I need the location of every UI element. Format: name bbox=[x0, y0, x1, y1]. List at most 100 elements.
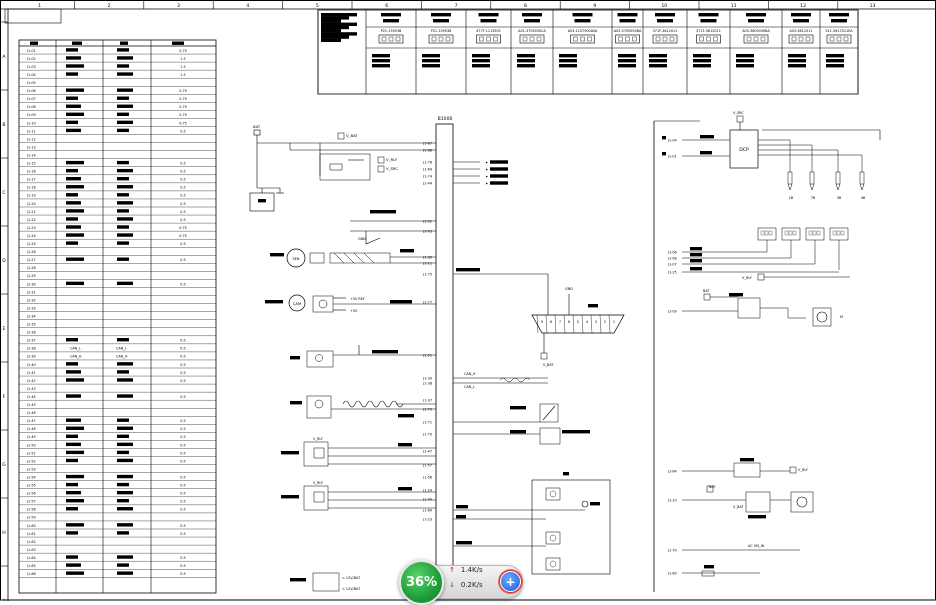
connector-pin bbox=[486, 36, 491, 42]
battery-name bbox=[258, 199, 266, 203]
connector-pin bbox=[395, 36, 401, 42]
connector-icon bbox=[519, 34, 545, 44]
pin-description bbox=[559, 64, 577, 68]
ecu-b1000-body bbox=[435, 123, 454, 593]
fan-bat-tag bbox=[703, 293, 711, 301]
column-number: 4 bbox=[246, 3, 249, 9]
pin-description bbox=[372, 64, 390, 68]
component-name bbox=[746, 13, 766, 17]
column-number: 11 bbox=[731, 3, 737, 9]
wire-size: 0.5 bbox=[180, 339, 185, 343]
wire-function-cell bbox=[117, 362, 133, 366]
column-number: 5 bbox=[316, 3, 319, 9]
ecu-right-pin: J1-08 bbox=[667, 257, 677, 261]
pin-description bbox=[559, 54, 577, 58]
component-name bbox=[793, 19, 809, 23]
wire-color-cell bbox=[66, 112, 84, 116]
wire-color-cell bbox=[66, 168, 78, 173]
connector-icon bbox=[570, 34, 595, 44]
pin-description bbox=[736, 64, 754, 68]
pin-number: J1-29 bbox=[26, 274, 36, 278]
header-color-cell bbox=[72, 41, 82, 45]
obd-pin-number: 5 bbox=[577, 320, 579, 324]
pin-description bbox=[788, 54, 806, 58]
obd-name bbox=[588, 304, 598, 308]
injector-tip-icon bbox=[859, 183, 865, 191]
net-name bbox=[490, 174, 508, 178]
network-monitor-widget[interactable]: 36% ↑1.4K/s ↓0.2K/s + bbox=[399, 560, 523, 605]
component-name bbox=[574, 19, 591, 23]
connector-pin bbox=[493, 36, 498, 42]
fan-motor-box bbox=[812, 307, 832, 327]
wire-size: 0.5 bbox=[180, 371, 185, 375]
pin-description bbox=[788, 64, 806, 68]
note-text bbox=[321, 25, 349, 30]
compressor-clutch-icon bbox=[796, 496, 808, 508]
ecu-pin-label: J1-78 bbox=[422, 161, 432, 165]
wire-function-cell bbox=[117, 482, 129, 487]
wire-color-cell bbox=[66, 555, 78, 559]
schematic-drawing: B1000J1-67J1-68J1-78J1-64J1-74J1-44J1-02… bbox=[249, 111, 881, 593]
ignition-coil-pin bbox=[840, 230, 845, 236]
component-name bbox=[700, 19, 717, 23]
wire-color-cell bbox=[66, 571, 84, 575]
injector-coil-icon bbox=[809, 171, 815, 185]
pin-number: J1-66 bbox=[26, 572, 36, 576]
ecu-right-pin: J1-79 bbox=[667, 549, 677, 553]
lower-bat-tag bbox=[706, 485, 714, 493]
component-name bbox=[524, 19, 540, 23]
ignition-wire-tag bbox=[690, 259, 702, 263]
knock-sensor-name bbox=[270, 253, 284, 257]
pin-number: J1-24 bbox=[26, 234, 36, 238]
wire-function-cell bbox=[117, 56, 133, 60]
purge-valve-box bbox=[539, 427, 561, 445]
pin-number: J1-01 bbox=[26, 49, 36, 53]
compressor-relay-box bbox=[745, 491, 771, 513]
wire-color-cell bbox=[66, 434, 78, 438]
main-relay-box bbox=[319, 153, 371, 181]
wire-size: 0.5 bbox=[180, 435, 185, 439]
obd-pin-number: 1 bbox=[613, 320, 615, 324]
wire-function-cell bbox=[117, 233, 133, 237]
ignition-coil-pin bbox=[768, 230, 773, 236]
connector-pin bbox=[699, 36, 704, 42]
pin-description bbox=[618, 64, 636, 68]
ecu-pin-label: J1-67 bbox=[422, 142, 432, 146]
accelerate-plus-icon[interactable]: + bbox=[500, 571, 521, 592]
obd-pin-divider bbox=[554, 314, 557, 334]
vrly-tag bbox=[377, 156, 385, 164]
connector-part-number: A03-3705050BA bbox=[614, 29, 642, 33]
cpu-usage-gauge[interactable]: 36% bbox=[399, 560, 444, 605]
pin-number: J1-44 bbox=[26, 395, 36, 399]
wire-size: 0.5 bbox=[180, 194, 185, 198]
wire-color-cell bbox=[66, 64, 84, 68]
connector-pin bbox=[431, 36, 437, 42]
note-text bbox=[321, 29, 341, 33]
connector-pin bbox=[662, 36, 668, 42]
revision-box bbox=[4, 8, 62, 24]
connector-pin bbox=[529, 36, 535, 42]
connector-pin bbox=[843, 36, 849, 42]
component-name bbox=[480, 19, 497, 23]
connector-pin bbox=[445, 36, 451, 42]
compressor-relay-name bbox=[748, 515, 766, 519]
obd-pin-number: 4 bbox=[586, 320, 588, 324]
wire-color-cell bbox=[66, 394, 81, 398]
knock-sensor-text: SEN bbox=[293, 257, 300, 261]
actuator-wire-tag bbox=[510, 406, 526, 410]
pin-number: J1-35 bbox=[26, 323, 36, 327]
pin-number: J1-15 bbox=[26, 162, 36, 166]
pin-number: J1-52 bbox=[26, 459, 36, 463]
obd-pin-divider bbox=[590, 314, 593, 334]
connector-pin bbox=[798, 36, 804, 42]
mil-lamp-name bbox=[590, 502, 600, 506]
wire-function: CAN_H bbox=[116, 355, 128, 359]
connector-pin bbox=[746, 36, 752, 42]
ecu-pin-label: J1-37 bbox=[422, 399, 432, 403]
map-sensor-name bbox=[290, 356, 300, 360]
pin-description bbox=[559, 59, 577, 63]
cam-pickup-icon bbox=[318, 299, 328, 309]
pin-number: J1-61 bbox=[26, 532, 36, 536]
pin-number: J1-05 bbox=[26, 81, 36, 85]
